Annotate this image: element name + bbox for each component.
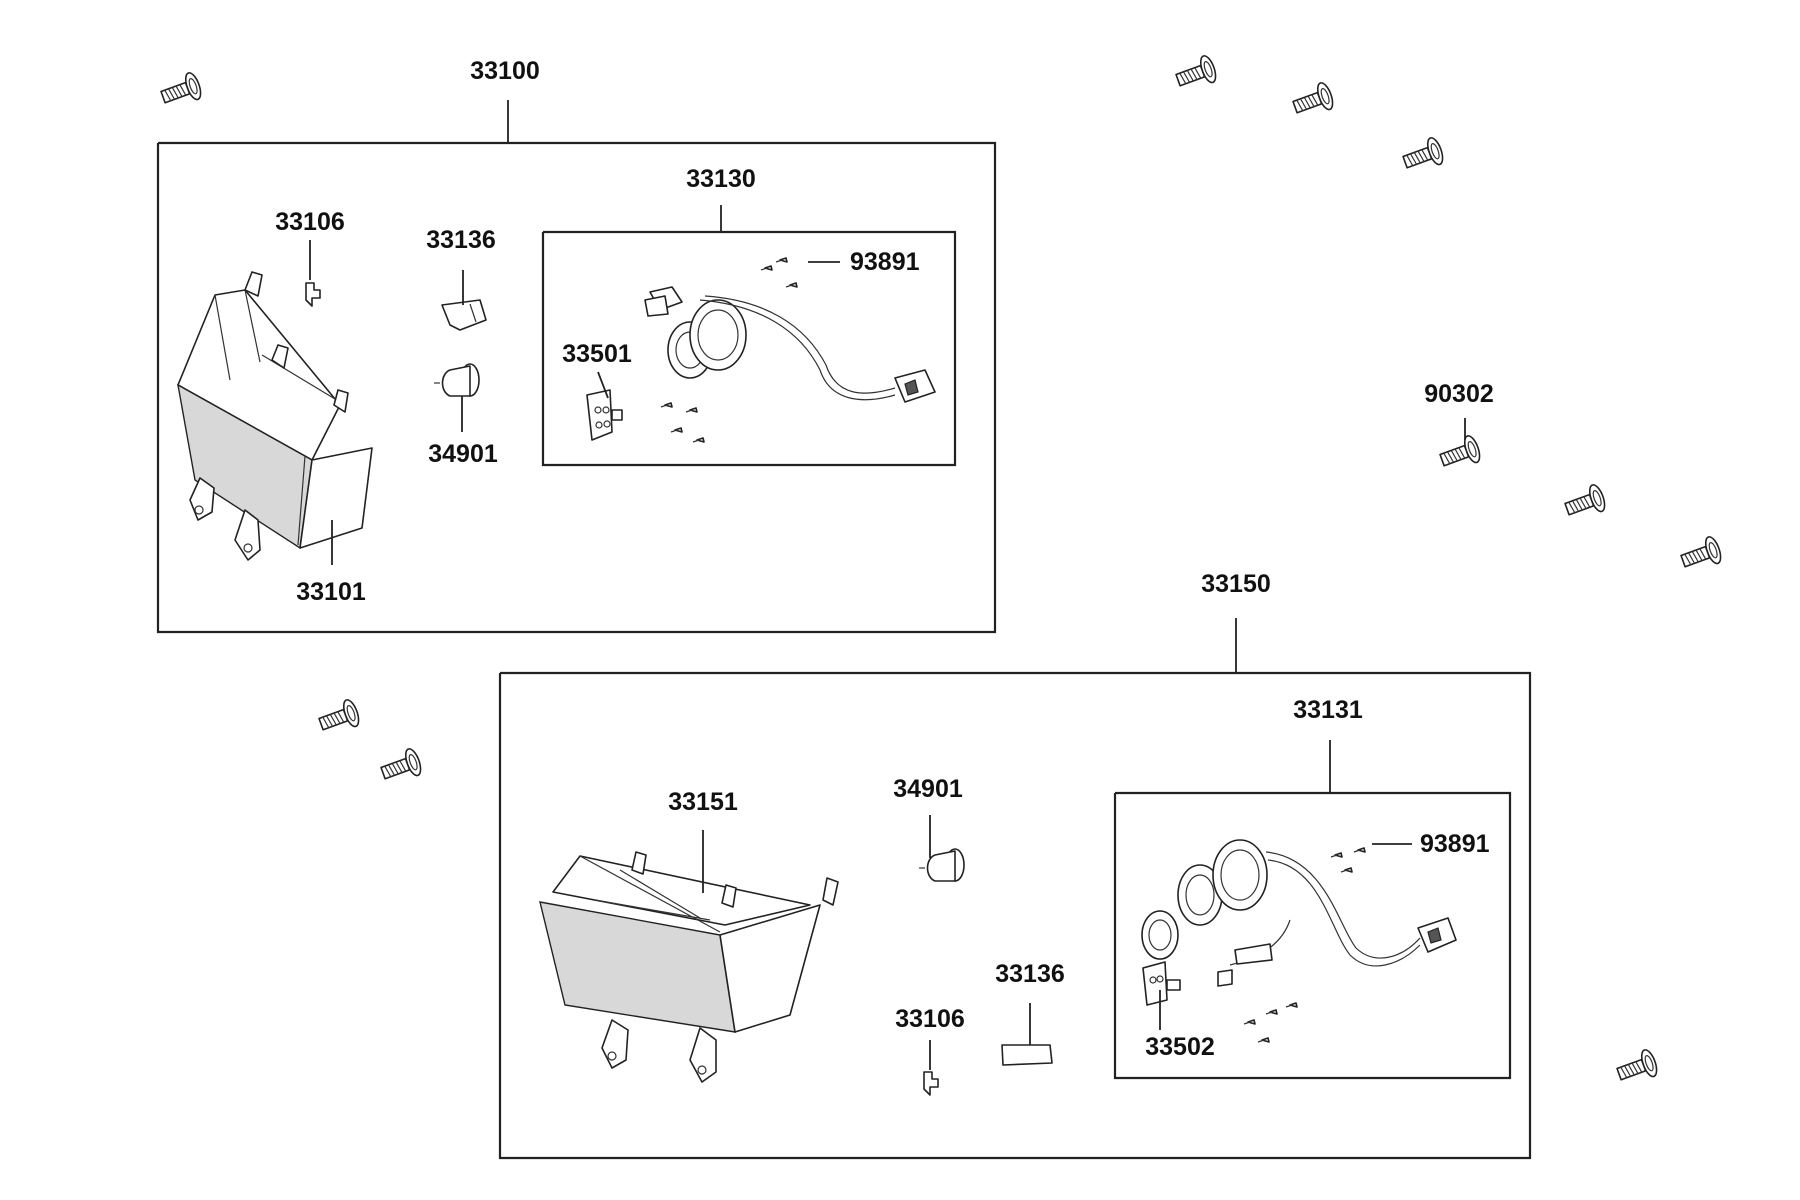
label-34901-right[interactable]: 34901 bbox=[893, 775, 963, 803]
label-90302[interactable]: 90302 bbox=[1424, 380, 1494, 408]
bulb-icon[interactable] bbox=[434, 363, 480, 397]
label-33106-left[interactable]: 33106 bbox=[275, 208, 345, 236]
socket-33131-frame bbox=[1113, 791, 1512, 1080]
turn-signal-lens-icon[interactable] bbox=[539, 851, 839, 1083]
cover-icon[interactable] bbox=[441, 299, 487, 331]
flange-bolt-icon[interactable] bbox=[1561, 482, 1609, 524]
label-33131[interactable]: 33131 bbox=[1293, 696, 1363, 724]
flange-bolt-icon[interactable] bbox=[157, 70, 205, 112]
clip-icon[interactable] bbox=[923, 1071, 939, 1096]
leader-33501 bbox=[597, 371, 609, 399]
label-34901-left[interactable]: 34901 bbox=[428, 440, 498, 468]
flange-bolt-icon[interactable] bbox=[377, 746, 425, 788]
label-93891-right[interactable]: 93891 bbox=[1420, 830, 1490, 858]
label-33106-right[interactable]: 33106 bbox=[895, 1005, 965, 1033]
socket-33130-frame bbox=[541, 230, 957, 467]
socket-harness-icon[interactable] bbox=[644, 286, 936, 403]
assembly-33150-frame bbox=[498, 671, 1532, 1160]
reflector-icon[interactable] bbox=[1142, 961, 1181, 1006]
flange-bolt-icon[interactable] bbox=[1613, 1047, 1661, 1089]
cover-icon[interactable] bbox=[1001, 1044, 1053, 1066]
label-33100[interactable]: 33100 bbox=[470, 57, 540, 85]
label-33136-right[interactable]: 33136 bbox=[995, 960, 1065, 988]
label-33502[interactable]: 33502 bbox=[1145, 1033, 1215, 1061]
label-33150[interactable]: 33150 bbox=[1201, 570, 1271, 598]
clip-icon[interactable] bbox=[305, 282, 321, 307]
label-93891-left[interactable]: 93891 bbox=[850, 248, 920, 276]
reflector-icon[interactable] bbox=[586, 389, 623, 441]
flange-bolt-icon[interactable] bbox=[1289, 80, 1337, 122]
turn-signal-lens-icon[interactable] bbox=[177, 271, 373, 561]
flange-bolt-icon[interactable] bbox=[1399, 135, 1447, 177]
label-33151[interactable]: 33151 bbox=[668, 788, 738, 816]
bolts: 90302 bbox=[157, 53, 1725, 1089]
flange-bolt-icon[interactable] bbox=[1436, 433, 1484, 475]
socket-harness-icon[interactable] bbox=[1141, 839, 1457, 987]
flange-bolt-icon[interactable] bbox=[315, 697, 363, 739]
label-33101[interactable]: 33101 bbox=[296, 578, 366, 606]
label-33136-left[interactable]: 33136 bbox=[426, 226, 496, 254]
assembly-33100: 33100 33101 33106 33 bbox=[156, 57, 997, 634]
assembly-33150: 33150 33151 34901 33 bbox=[498, 570, 1532, 1160]
label-33130[interactable]: 33130 bbox=[686, 165, 756, 193]
label-33501[interactable]: 33501 bbox=[562, 340, 632, 368]
flange-bolt-icon[interactable] bbox=[1677, 534, 1725, 576]
flange-bolt-icon[interactable] bbox=[1172, 53, 1220, 95]
assembly-33100-frame bbox=[156, 141, 997, 634]
bulb-icon[interactable] bbox=[919, 848, 965, 882]
